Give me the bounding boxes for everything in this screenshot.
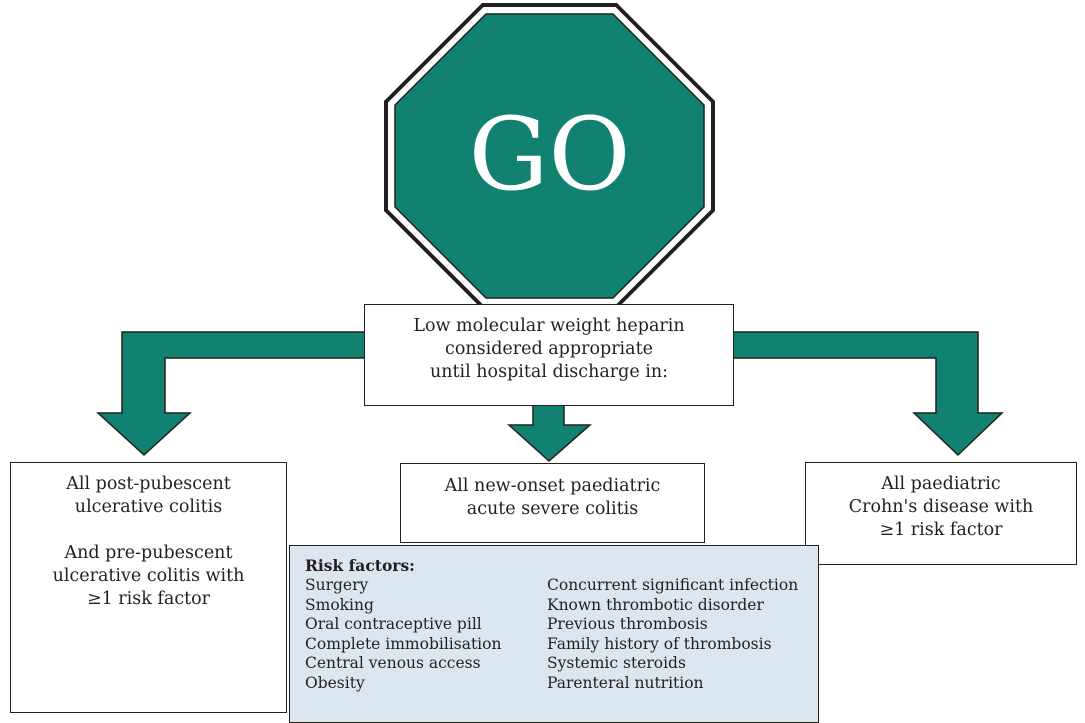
risk-factor-item: Parenteral nutrition	[547, 673, 704, 692]
go-sign-text: GO	[469, 96, 631, 213]
risk-factor-item: Previous thrombosis	[547, 615, 708, 634]
risk-factors-title: Risk factors:	[305, 556, 415, 575]
risk-factor-item: Systemic steroids	[547, 654, 686, 673]
risk-factor-item: Obesity	[305, 673, 365, 692]
risk-factors-column-left: Surgery Smoking Oral contraceptive pill …	[305, 576, 501, 694]
risk-factor-item: Smoking	[305, 595, 374, 614]
risk-factor-item: Surgery	[305, 576, 369, 594]
risk-factor-item: Oral contraceptive pill	[305, 615, 482, 634]
ulcerative-colitis-box: All post-pubescent ulcerative colitis An…	[10, 462, 287, 713]
lmwh-line-1: Low molecular weight heparin	[413, 316, 685, 336]
uc-line-5: ≥1 risk factor	[86, 589, 211, 609]
lmwh-line-3: until hospital discharge in:	[429, 362, 669, 382]
arrow-center	[507, 403, 592, 463]
risk-factor-item: Family history of thrombosis	[547, 634, 772, 653]
risk-factor-item: Concurrent significant infection	[547, 576, 799, 594]
uc-line-3: And pre-pubescent	[64, 543, 233, 563]
risk-factors-column-right: Concurrent significant infection Known t…	[547, 576, 798, 694]
cd-line-1: All paediatric	[881, 474, 1001, 494]
acute-severe-colitis-box: All new-onset paediatric acute severe co…	[400, 463, 705, 543]
arrow-left	[96, 331, 367, 457]
cd-line-3: ≥1 risk factor	[879, 520, 1003, 540]
risk-factors-box: Risk factors: Surgery Smoking Oral contr…	[289, 545, 819, 723]
lmwh-line-2: considered appropriate	[445, 339, 653, 359]
cd-line-2: Crohn's disease with	[848, 497, 1034, 517]
lmwh-recommendation-box: Low molecular weight heparin considered …	[364, 304, 734, 406]
arrow-right	[731, 331, 1004, 457]
crohns-disease-box: All paediatric Crohn's disease with ≥1 r…	[805, 462, 1077, 565]
asc-line-1: All new-onset paediatric	[444, 476, 661, 496]
risk-factor-item: Complete immobilisation	[305, 634, 502, 653]
risk-factor-item: Central venous access	[305, 654, 481, 673]
go-sign	[394, 13, 705, 299]
uc-line-1: All post-pubescent	[66, 474, 231, 494]
asc-line-2: acute severe colitis	[466, 499, 639, 519]
risk-factor-item: Known thrombotic disorder	[547, 595, 764, 614]
uc-line-4: ulcerative colitis with	[52, 566, 245, 586]
uc-line-2: ulcerative colitis	[74, 497, 223, 517]
